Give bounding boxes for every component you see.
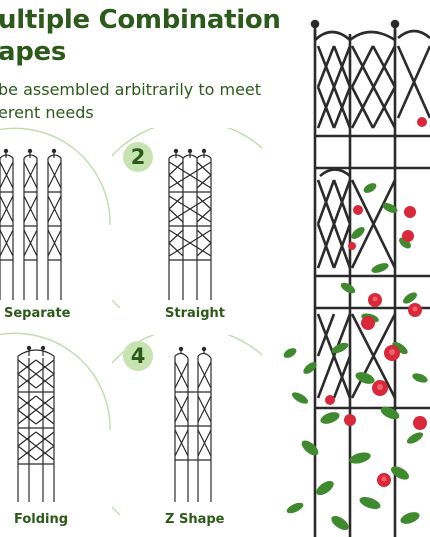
rose-foliage bbox=[283, 183, 428, 531]
straight-trellis-illustration bbox=[168, 148, 212, 300]
folding-trellis-illustration bbox=[17, 345, 55, 502]
z-shape-trellis-illustration bbox=[174, 346, 212, 502]
option-label-folding: Folding bbox=[14, 512, 69, 527]
page-subtitle: be assembled arbitrarily to meet erent n… bbox=[0, 78, 261, 124]
subtitle-line-1: be assembled arbitrarily to meet bbox=[0, 80, 262, 99]
title-line-2: apes bbox=[0, 37, 67, 67]
hero-trellis-with-roses bbox=[283, 19, 430, 537]
option-label-straight: Straight bbox=[165, 306, 225, 321]
trellis-panel-1 bbox=[0, 148, 14, 300]
step-badge-2: 2 bbox=[123, 142, 153, 172]
separate-trellis-illustration bbox=[0, 148, 62, 300]
trellis-panel-2 bbox=[23, 148, 38, 300]
page-title: ultiple Combination apes bbox=[0, 4, 281, 68]
option-label-z-shape: Z Shape bbox=[165, 512, 225, 527]
hero-trellis-frame bbox=[310, 19, 430, 537]
rose-blooms bbox=[325, 117, 427, 487]
decorative-arc-1 bbox=[0, 127, 111, 226]
title-line-1: ultiple Combination bbox=[0, 5, 281, 35]
option-label-separate: Separate bbox=[4, 306, 71, 321]
step-badge-4: 4 bbox=[123, 341, 153, 371]
subtitle-line-2: erent needs bbox=[0, 103, 94, 122]
trellis-panel-3 bbox=[47, 148, 62, 300]
rose-highlights bbox=[372, 296, 418, 482]
decorative-arc-3 bbox=[0, 332, 111, 431]
